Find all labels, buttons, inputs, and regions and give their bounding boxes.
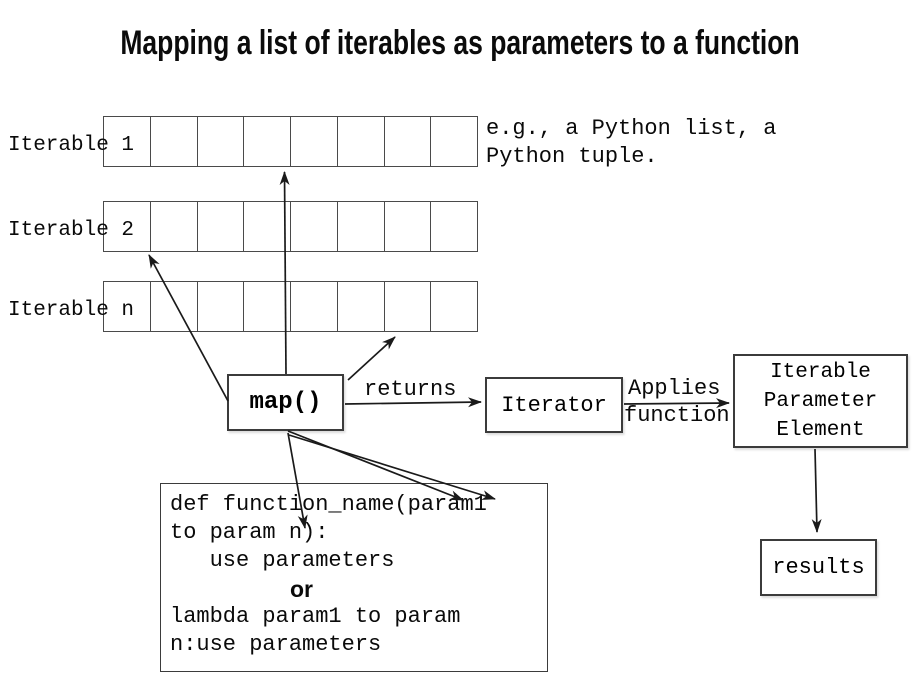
iterable-cell <box>198 117 245 166</box>
returns-edge-label: returns <box>364 377 457 402</box>
code-line-lambda-body: n:use parameters <box>170 632 382 657</box>
iterable-2-label: Iterable 2 <box>8 219 135 242</box>
code-line-params: to param n): <box>170 520 329 545</box>
iterable-cell <box>338 117 385 166</box>
iterable-cell <box>151 202 198 251</box>
iterable-cell <box>385 117 432 166</box>
diagram-title: Mapping a list of iterables as parameter… <box>119 24 800 62</box>
iterator-node: Iterator <box>485 377 623 433</box>
iterable-cell <box>385 202 432 251</box>
applies-edge-label-line1: Applies <box>628 376 721 401</box>
iterable-cell <box>431 202 477 251</box>
iterable-cell <box>151 117 198 166</box>
arrow-map-returns-iterator <box>344 397 482 408</box>
code-line-def: def function_name(param1 <box>170 492 487 517</box>
iterable-cell <box>291 202 338 251</box>
iterable-cell <box>338 202 385 251</box>
code-line-lambda: lambda param1 to param <box>170 604 461 629</box>
iterable-cell <box>244 202 291 251</box>
iterable-cell <box>244 117 291 166</box>
iterable-n-row <box>103 281 478 332</box>
applies-edge-label-line2: function <box>624 403 730 428</box>
function-definition-box: def function_name(param1 to param n): us… <box>160 483 548 672</box>
iterable-cell <box>151 282 198 331</box>
iterable-cell <box>291 117 338 166</box>
iterable-1-row <box>103 116 478 167</box>
code-line-or: or <box>290 576 313 602</box>
iterable-cell <box>104 117 151 166</box>
map-function-node: map() <box>227 374 344 431</box>
iterable-cell <box>291 282 338 331</box>
iterable-1-label: Iterable 1 <box>8 134 135 157</box>
iterable-cell <box>244 282 291 331</box>
iterable-cell <box>198 282 245 331</box>
iterable-n-label: Iterable n <box>8 299 135 322</box>
iterable-cell <box>198 202 245 251</box>
iterable-cell <box>431 117 477 166</box>
arrow-map-to-iterable-n <box>347 336 396 381</box>
arrow-ipe-to-results <box>811 448 822 533</box>
iterable-cell <box>385 282 432 331</box>
results-node: results <box>760 539 877 596</box>
iterable-parameter-element-node: Iterable Parameter Element <box>733 354 908 448</box>
code-line-use-parameters: use parameters <box>170 548 395 573</box>
example-note: e.g., a Python list, a Python tuple. <box>486 116 777 169</box>
iterable-cell <box>104 202 151 251</box>
iterable-2-row <box>103 201 478 252</box>
iterable-cell <box>431 282 477 331</box>
iterable-cell <box>338 282 385 331</box>
